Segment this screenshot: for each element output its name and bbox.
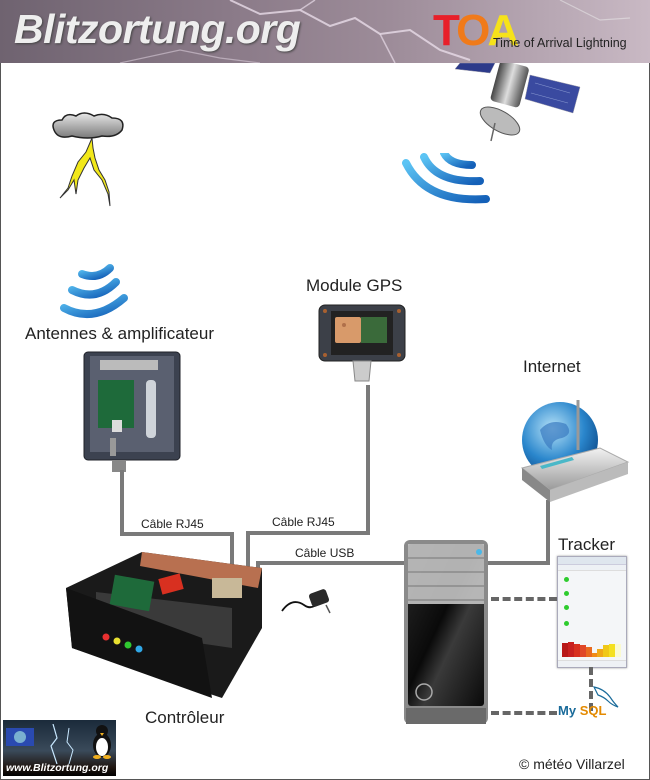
controller-device-icon xyxy=(66,552,262,698)
router-cable-vertical xyxy=(546,500,550,565)
tracker-menubar xyxy=(558,565,626,571)
toa-logo: TOA xyxy=(433,6,519,56)
signal-waves-satellite-icon xyxy=(402,153,490,204)
usb-cable-label: Câble USB xyxy=(295,546,355,560)
gps-satellite-icon xyxy=(455,63,581,142)
power-adapter-icon xyxy=(281,589,331,614)
toa-letter-a: A xyxy=(487,6,519,55)
mysql-logo: My SQL xyxy=(558,703,606,718)
tracker-mysql-dashed-link xyxy=(589,667,593,711)
badge-url[interactable]: www.Blitzortung.org xyxy=(6,762,109,774)
pc-mysql-dashed-link xyxy=(491,711,557,715)
antenna-cable-horizontal xyxy=(120,532,234,536)
tracker-label: Tracker xyxy=(558,535,615,554)
gps-module-label: Module GPS xyxy=(306,276,403,295)
tracker-statusbar xyxy=(558,660,626,667)
antenna-cable-label: Câble RJ45 xyxy=(141,517,204,531)
toa-subtitle: Time of Arrival Lightning xyxy=(493,36,627,50)
gps-cable-label: Câble RJ45 xyxy=(272,515,335,529)
internet-label: Internet xyxy=(523,357,581,376)
usb-cable-drop xyxy=(256,561,260,573)
controller-label: Contrôleur xyxy=(145,708,225,727)
router-cable-horizontal xyxy=(486,561,550,565)
tux-penguin-icon xyxy=(93,725,111,759)
antenna-cable-drop xyxy=(230,532,234,567)
status-led-1-icon xyxy=(564,577,569,582)
globe-icon xyxy=(14,731,26,743)
pc-tower-icon xyxy=(404,540,488,724)
lightning-bolt-background-icon xyxy=(119,0,631,63)
gps-cable-drop xyxy=(246,531,250,567)
globe-flag-icon xyxy=(6,728,34,746)
signal-waves-lightning-icon xyxy=(60,264,128,318)
toa-letter-o: O xyxy=(456,6,490,55)
gps-module-device-icon xyxy=(318,304,406,382)
mysql-dolphin-icon xyxy=(592,686,619,708)
gps-cable-vertical xyxy=(366,385,370,535)
mysql-logo-text: My xyxy=(558,703,577,718)
usb-cable-horizontal xyxy=(256,561,406,565)
storm-cloud-lightning-icon xyxy=(52,112,124,207)
header-banner: Blitzortung.org TOA Time of Arrival Ligh… xyxy=(0,0,650,63)
antenna-cable-vertical xyxy=(120,470,124,536)
site-title[interactable]: Blitzortung.org xyxy=(14,6,301,52)
status-led-2-icon xyxy=(564,591,569,596)
status-led-4-icon xyxy=(564,621,569,626)
toa-letter-t: T xyxy=(433,6,459,55)
badge-lightning-icon xyxy=(50,724,74,764)
internet-router-icon xyxy=(520,400,630,502)
pc-tracker-dashed-link xyxy=(491,597,557,601)
tracker-window-screenshot xyxy=(557,556,627,668)
antenna-label: Antennes & amplificateur xyxy=(25,324,214,343)
copyright-text: © météo Villarzel xyxy=(519,756,625,772)
tracker-history-chart xyxy=(562,642,621,657)
blitzortung-badge[interactable]: www.Blitzortung.org xyxy=(3,720,116,776)
antenna-amplifier-device-icon xyxy=(83,351,181,472)
mysql-logo-text-sql: SQL xyxy=(579,703,607,718)
status-led-3-icon xyxy=(564,605,569,610)
tracker-titlebar xyxy=(558,557,626,565)
gps-cable-horizontal xyxy=(246,531,370,535)
